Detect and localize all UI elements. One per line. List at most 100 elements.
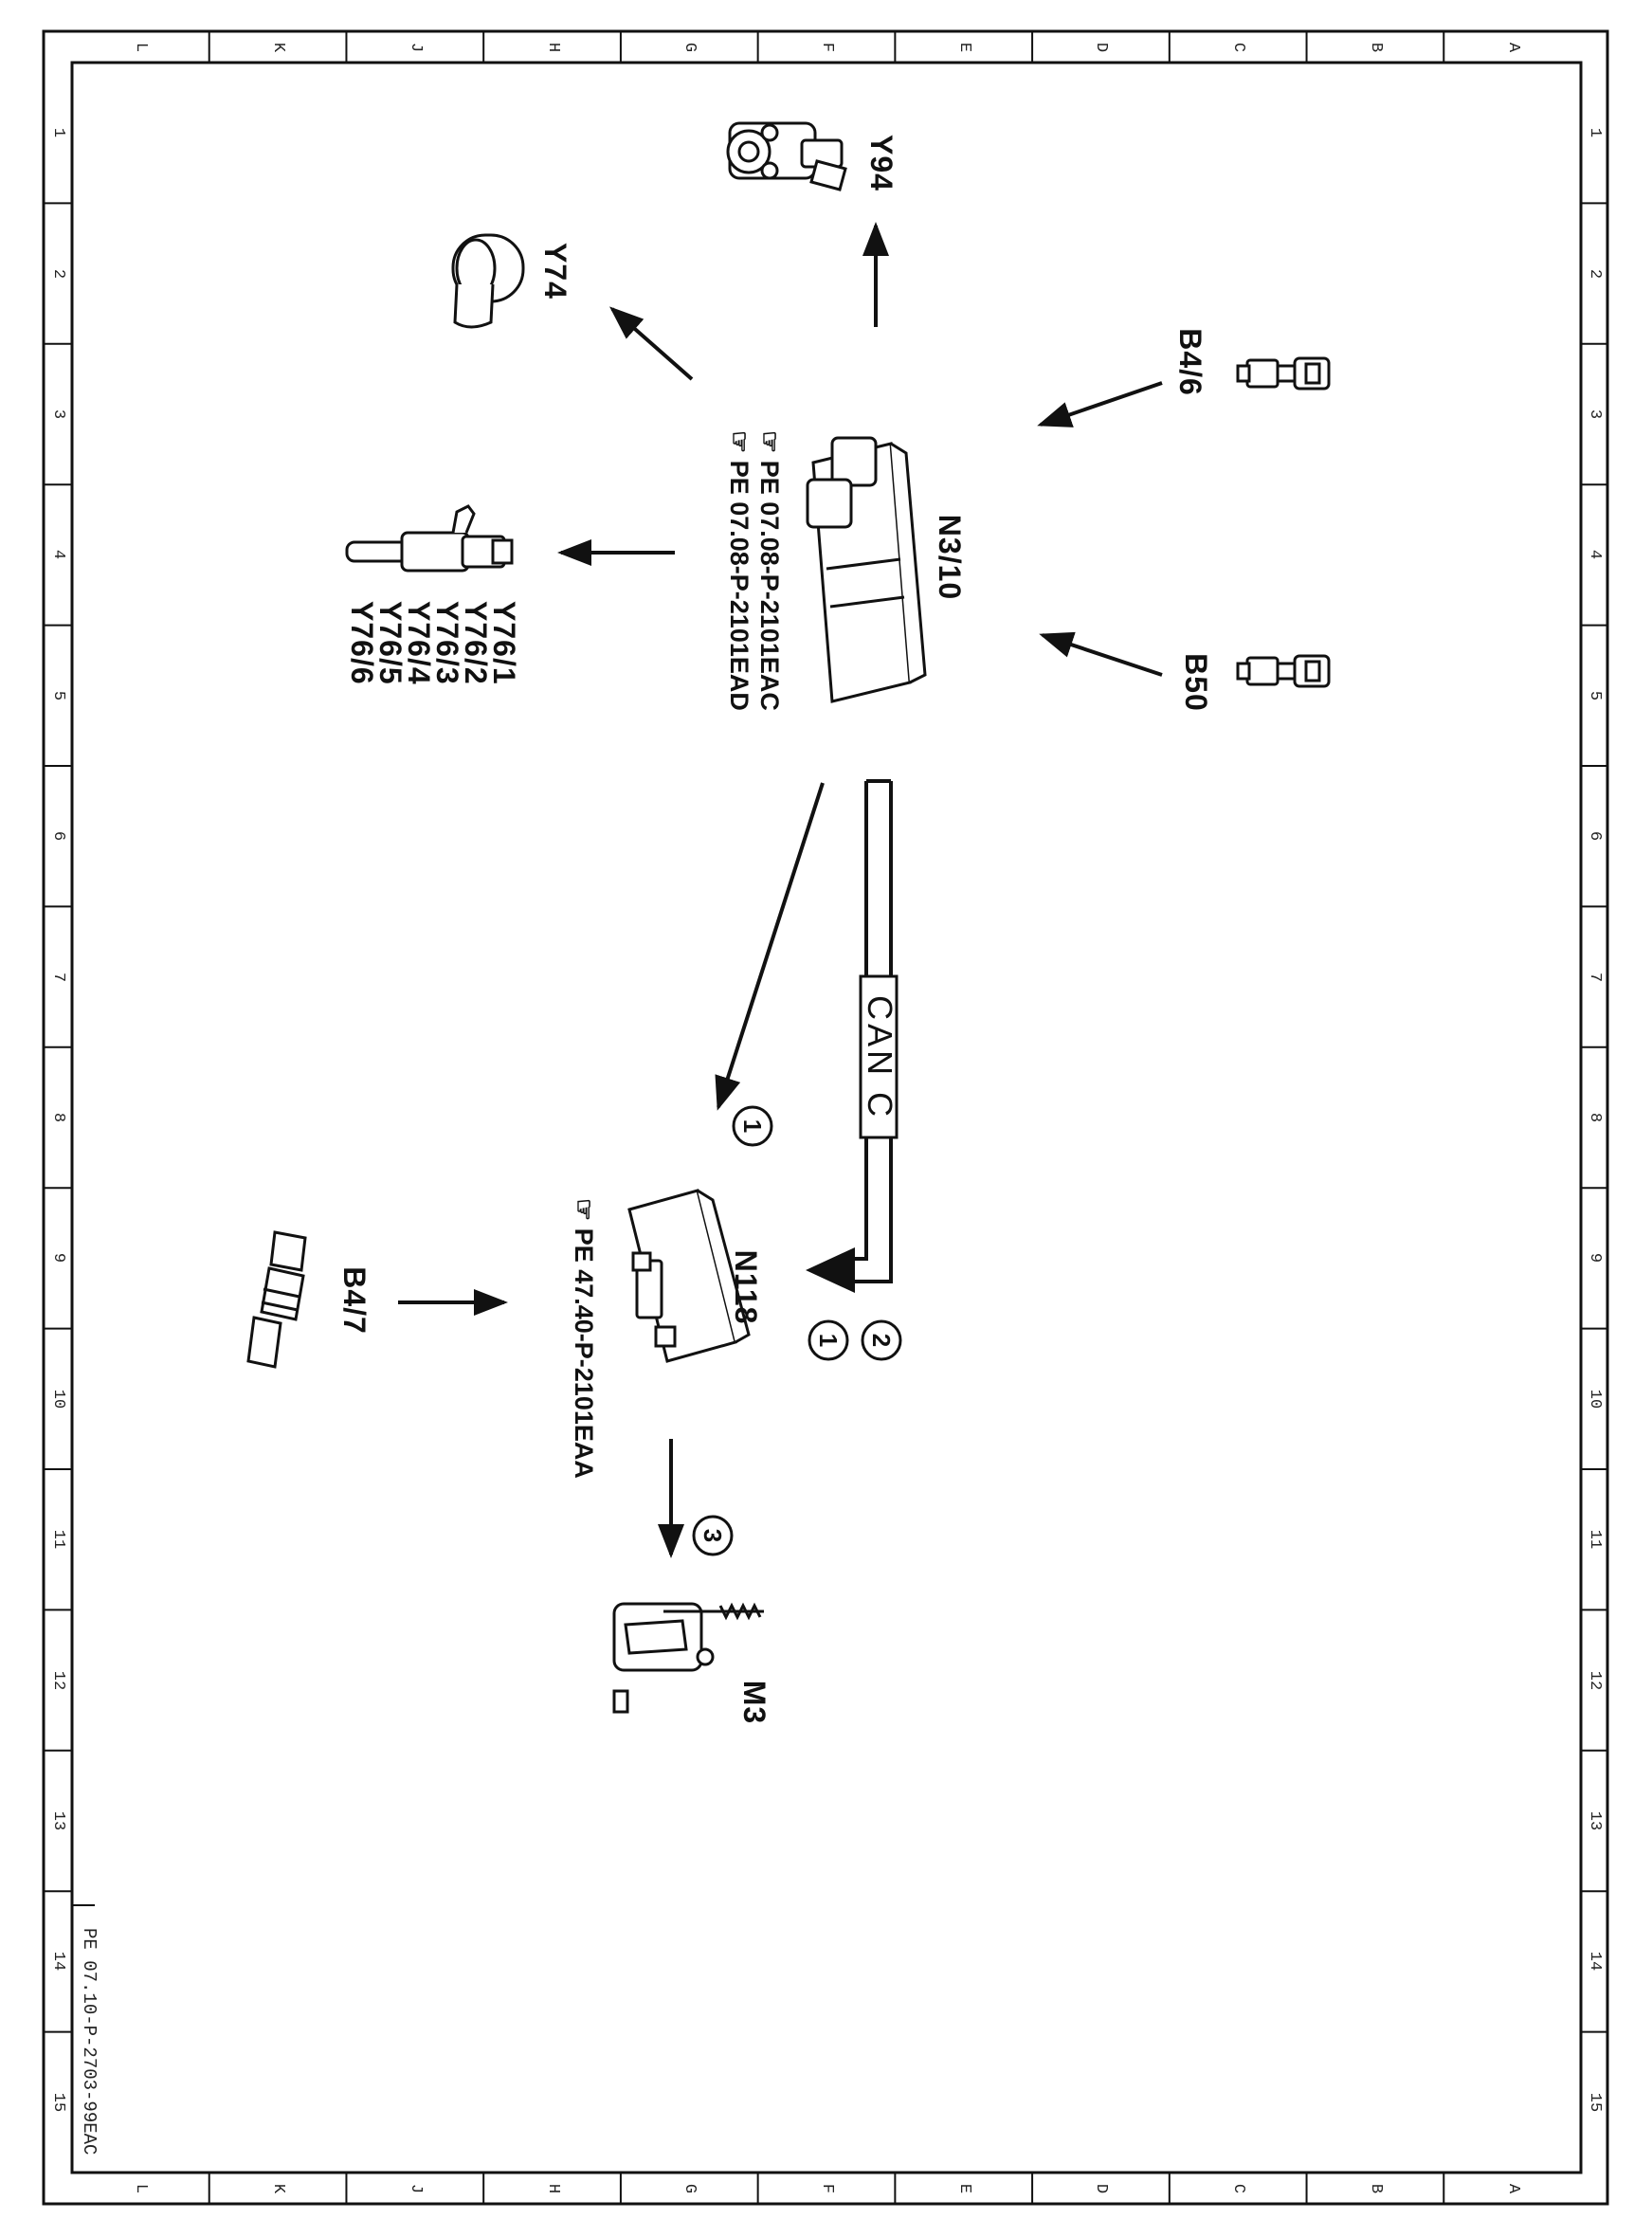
row-number: 4 <box>49 550 67 560</box>
label-b47: B4/7 <box>337 1266 372 1335</box>
arrow-to-y74 <box>608 306 694 381</box>
column-letter: F <box>818 42 836 52</box>
can-bus-line <box>842 779 893 1283</box>
b47-sensor-icon <box>246 1230 307 1369</box>
label-m3: M3 <box>737 1680 772 1725</box>
column-letter: L <box>132 42 151 52</box>
row-number: 11 <box>1586 1529 1604 1550</box>
n310-control-unit-icon <box>806 436 927 703</box>
row-number: 10 <box>1586 1389 1604 1409</box>
label-b50: B50 <box>1179 653 1213 712</box>
b50-sensor-icon <box>1236 654 1331 688</box>
label-y74: Y74 <box>538 243 572 300</box>
ref-n118: ☞ PE 47.40-P-2101EAA <box>569 1198 599 1482</box>
label-injector-6: Y76/6 <box>345 601 379 685</box>
column-letter: K <box>269 42 288 52</box>
row-number: 4 <box>1586 550 1604 560</box>
outer-frame <box>42 29 1609 2206</box>
doc-ref-icon: ☞ <box>570 1198 598 1228</box>
row-number: 1 <box>49 128 67 138</box>
row-number: 15 <box>1586 2092 1604 2112</box>
injector-icon <box>345 504 514 573</box>
marker-circle-3 <box>692 1515 734 1556</box>
column-letter: B <box>1366 2183 1385 2193</box>
column-letter: C <box>1229 2183 1248 2193</box>
marker-1-top: 1 <box>738 1118 767 1134</box>
can-arrowhead <box>806 1247 855 1293</box>
row-number: 5 <box>1586 690 1604 700</box>
frame-ticks <box>44 31 1607 2204</box>
column-letter: E <box>954 2183 973 2193</box>
m3-pump-icon <box>612 1602 764 1714</box>
arrow-to-n118 <box>715 782 825 1111</box>
ref-n310-a: ☞ PE 07.08-P-2101EAC <box>754 430 785 711</box>
label-n118: N118 <box>729 1249 763 1325</box>
row-number: 2 <box>1586 268 1604 279</box>
marker-circle-2 <box>861 1319 902 1361</box>
row-number: 6 <box>1586 831 1604 842</box>
marker-circle-1-top <box>732 1105 773 1147</box>
column-letter: B <box>1366 42 1385 52</box>
marker-3: 3 <box>699 1528 727 1543</box>
ref-n310-a-text: PE 07.08-P-2101EAC <box>755 460 784 711</box>
label-y94: Y94 <box>864 135 899 191</box>
row-number: 5 <box>49 690 67 700</box>
column-letter: D <box>1092 42 1111 52</box>
marker-1-bottom: 1 <box>814 1333 843 1348</box>
row-number: 11 <box>49 1529 67 1550</box>
row-number: 9 <box>1586 1253 1604 1264</box>
can-bus-box <box>859 974 899 1139</box>
column-letter: F <box>818 2183 836 2193</box>
row-number: 14 <box>49 1952 67 1972</box>
doc-ref-icon: ☞ <box>725 430 753 461</box>
row-number: 13 <box>1586 1810 1604 1831</box>
label-n310: N3/10 <box>933 514 967 601</box>
inner-frame <box>70 61 1583 2174</box>
row-number: 6 <box>49 831 67 842</box>
row-number: 3 <box>49 409 67 420</box>
row-number: 7 <box>49 972 67 982</box>
column-letter: E <box>954 42 973 52</box>
row-number: 14 <box>1586 1952 1604 1972</box>
row-number: 3 <box>1586 409 1604 420</box>
doc-ref-icon: ☞ <box>755 430 784 461</box>
label-can-bus: CAN C <box>861 994 899 1120</box>
column-letter: L <box>132 2183 151 2193</box>
ref-n310-b: ☞ PE 07.08-P-2101EAD <box>724 430 754 711</box>
document-id: PE 07.10-P-2703-99EAC <box>79 1928 100 2155</box>
row-number: 9 <box>49 1253 67 1264</box>
row-number: 1 <box>1586 128 1604 138</box>
column-letter: A <box>1503 2183 1522 2193</box>
column-letter: H <box>543 2183 562 2193</box>
row-number: 12 <box>49 1670 67 1690</box>
y74-valve-icon <box>451 233 525 329</box>
ref-n310-b-text: PE 07.08-P-2101EAD <box>725 460 753 711</box>
column-letter: J <box>406 2183 425 2193</box>
row-number: 12 <box>1586 1670 1604 1690</box>
row-number: 2 <box>49 268 67 279</box>
row-number: 8 <box>49 1112 67 1123</box>
arrow-from-b46 <box>1037 381 1163 427</box>
row-number: 7 <box>1586 972 1604 982</box>
row-number: 13 <box>49 1810 67 1831</box>
b46-sensor-icon <box>1236 356 1331 391</box>
column-letter: K <box>269 2183 288 2193</box>
n118-module-icon <box>627 1189 751 1363</box>
row-number: 15 <box>49 2092 67 2112</box>
row-number: 8 <box>1586 1112 1604 1123</box>
column-letter: A <box>1503 42 1522 52</box>
ref-n118-text: PE 47.40-P-2101EAA <box>570 1228 598 1479</box>
marker-2: 2 <box>867 1333 896 1348</box>
column-letter: G <box>681 2183 699 2193</box>
column-letter: H <box>543 42 562 52</box>
marker-circle-1-bottom <box>808 1319 849 1361</box>
y94-valve-icon <box>726 121 847 191</box>
label-b46: B4/6 <box>1173 328 1207 396</box>
column-letter: C <box>1229 42 1248 52</box>
column-letter: G <box>681 42 699 52</box>
column-letter: J <box>406 42 425 52</box>
row-number: 10 <box>49 1389 67 1409</box>
arrow-from-b50 <box>1039 631 1163 677</box>
column-letter: D <box>1092 2183 1111 2193</box>
